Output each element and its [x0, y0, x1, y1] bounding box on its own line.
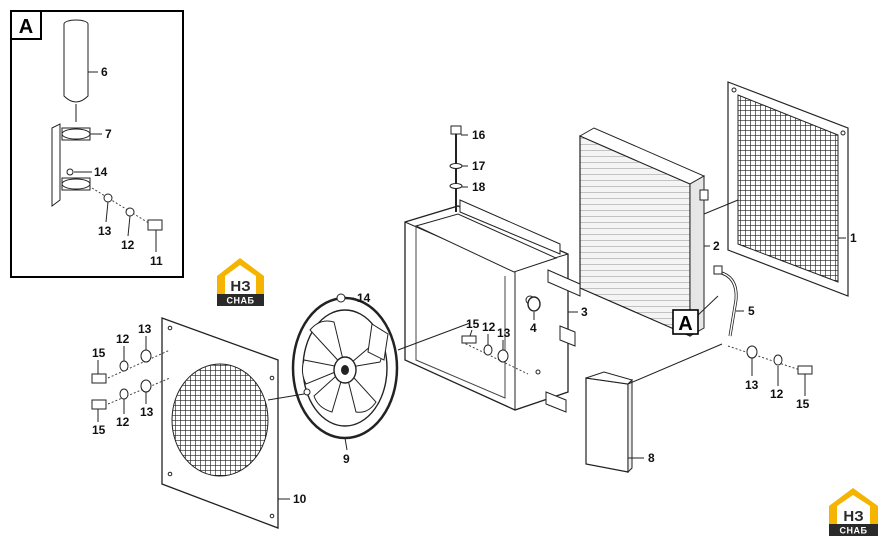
part-label: 8: [648, 451, 655, 465]
bolt-group-left-upper: [91, 349, 171, 384]
part-label: 5: [748, 304, 755, 318]
brand-logo-corner: НЗ СНАБ: [829, 488, 878, 536]
part-label: 13: [745, 378, 759, 392]
part-label: 12: [482, 320, 496, 334]
drier-bracket: [51, 123, 91, 207]
part-label: 15: [92, 346, 106, 360]
part-label: 12: [116, 415, 130, 429]
brand-logo: НЗ СНАБ: [217, 258, 264, 306]
part-label: 3: [581, 305, 588, 319]
part-label: 13: [98, 224, 112, 238]
logo-word: СНАБ: [227, 296, 255, 306]
side-cover-plate: [585, 343, 723, 474]
logo-word-corner: СНАБ: [840, 526, 868, 536]
bolt-group-right: [727, 345, 813, 375]
callout-a: A: [672, 295, 719, 335]
part-label: 11: [150, 254, 163, 268]
bolt-stack-top: [449, 125, 463, 212]
part-label: 1: [850, 231, 857, 245]
part-labels: 1 2 3 4 5 6 7 8 9 10 11 12 12 12 12 12 1…: [92, 65, 857, 506]
part-label: 2: [713, 239, 720, 253]
leader-lines: [97, 134, 846, 500]
cooling-fan: [291, 294, 471, 440]
part-label: 4: [530, 321, 537, 335]
refrigerant-pipe: [713, 265, 738, 337]
part-label: 13: [497, 326, 511, 340]
part-label: 6: [101, 65, 108, 79]
part-label: 13: [140, 405, 154, 419]
part-label: 12: [121, 238, 135, 252]
part-label: 9: [343, 452, 350, 466]
part-label: 14: [357, 291, 371, 305]
part-label: 13: [138, 322, 152, 336]
callout-frame: [672, 309, 699, 335]
part-label: 10: [293, 492, 307, 506]
inset-frame: [10, 10, 184, 278]
part-label: 18: [472, 180, 486, 194]
part-label: 15: [796, 397, 810, 411]
bolt-group-left-lower: [91, 377, 171, 410]
part-label: 12: [116, 332, 130, 346]
receiver-drier: [63, 19, 89, 122]
inset-label: A: [19, 16, 33, 38]
part-label: 15: [466, 317, 480, 331]
condenser-core: [578, 127, 739, 337]
part-label: 16: [472, 128, 486, 142]
grommet: [527, 296, 541, 312]
part-label: 15: [92, 423, 106, 437]
part-label: 7: [105, 127, 112, 141]
logo-letters-corner: НЗ: [843, 508, 863, 525]
inset-bolt-set: [91, 187, 163, 231]
shroud-frame: [404, 199, 581, 413]
callout-label: A: [678, 313, 692, 335]
part-label: 14: [94, 165, 108, 179]
part-label: 17: [472, 159, 486, 173]
part-label: 12: [770, 387, 784, 401]
inset-detail-a: A: [10, 10, 184, 278]
logo-letters: НЗ: [230, 278, 250, 295]
fan-guard-plate: [161, 317, 305, 529]
inset-label-box: [10, 10, 42, 40]
rear-mesh-screen: [727, 81, 849, 297]
fan-nut: [336, 293, 346, 303]
